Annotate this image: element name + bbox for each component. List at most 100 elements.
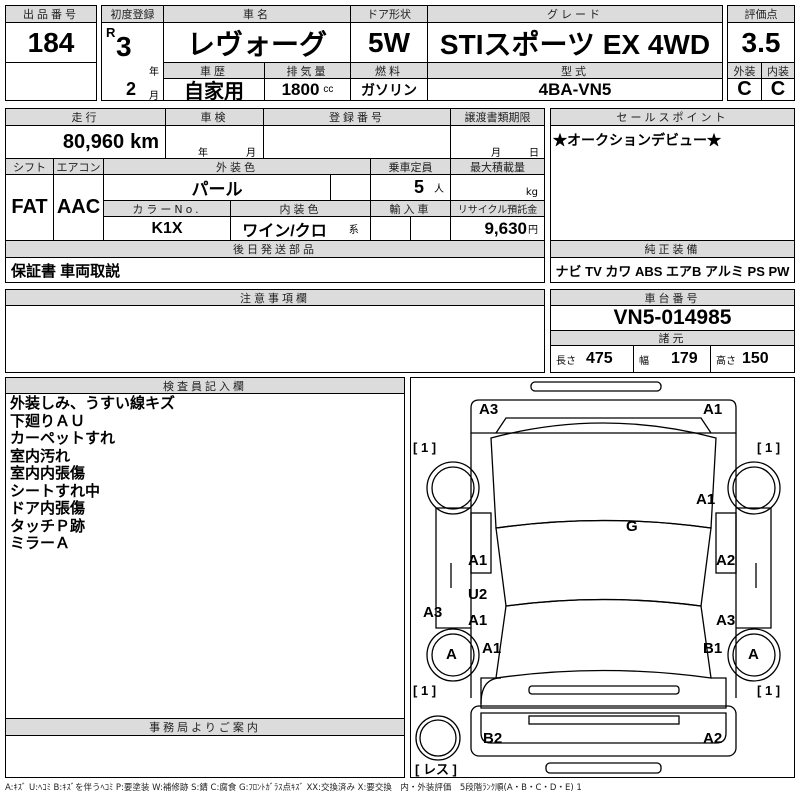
grade-label: グレード xyxy=(427,5,723,23)
office-area xyxy=(5,735,405,778)
later-parts-label: 後日発送部品 xyxy=(5,240,545,258)
length-value: 475 xyxy=(586,350,613,367)
inspector-line: タッチＰ跡 xyxy=(10,516,86,535)
transfer-day-unit: 日 xyxy=(529,148,539,159)
mark-front-left: A3 xyxy=(479,401,499,418)
width-label: 幅 xyxy=(639,355,649,367)
chassis-label: 車台番号 xyxy=(550,289,795,306)
int-score-label: 内装 xyxy=(761,62,795,79)
car-name-label: 車名 xyxy=(163,5,351,23)
score-label: 評価点 xyxy=(727,5,795,23)
cc-unit: cc xyxy=(323,84,334,95)
ac-label: エアコン xyxy=(53,158,104,175)
ext-color-label: 外装色 xyxy=(103,158,371,175)
int-color-value: ワイン/クロ xyxy=(242,222,327,240)
inspector-line: 室内内張傷 xyxy=(10,464,86,482)
spec-width: 幅 179 xyxy=(633,345,711,373)
door-label: ドア形状 xyxy=(350,5,428,23)
inspector-line: 室内汚れ xyxy=(10,446,71,465)
height-value: 150 xyxy=(742,350,769,367)
mileage-value: 80,960 xyxy=(62,130,125,153)
notes-area xyxy=(5,305,545,373)
shift: FAT xyxy=(5,174,54,241)
mark-sill-left: U2 xyxy=(468,586,488,603)
mark-fender-right: A1 xyxy=(696,491,716,508)
spec-height: 高さ 150 xyxy=(710,345,795,373)
capacity-label: 乗車定員 xyxy=(370,158,451,175)
reg-year: 3 xyxy=(116,31,132,62)
reg-no-label: 登録番号 xyxy=(263,108,451,126)
width-value: 179 xyxy=(671,350,698,367)
int-color: ワイン/クロ 系 xyxy=(230,216,371,241)
car-outline-drawing xyxy=(415,381,781,774)
insp-month-unit: 月 xyxy=(246,148,256,159)
grade: STIスポーツ EX 4WD xyxy=(427,22,723,63)
color-no-label: カラーNo. xyxy=(103,200,231,217)
mark-rear-left-side: A3 xyxy=(423,604,443,621)
max-load: kg xyxy=(450,174,545,201)
int-score: C xyxy=(761,78,795,101)
fuel: ガソリン xyxy=(350,78,428,101)
mark-quarter-left: A1 xyxy=(482,640,502,657)
equipment: ナビ TV カワ ABS エアB アルミ PS PW xyxy=(550,257,795,283)
displacement-label: 排気量 xyxy=(264,62,351,79)
inspector-notes: 外装しみ、うすい線キズ 下廻りＡＵ カーペットすれ 室内汚れ 室内内張傷 シート… xyxy=(5,393,405,719)
chassis-number: VN5-014985 xyxy=(550,305,795,331)
office-label: 事務局よりご案内 xyxy=(5,718,405,736)
score: 3.5 xyxy=(727,22,795,63)
month-unit: 月 xyxy=(149,91,159,101)
height-label: 高さ xyxy=(716,355,736,367)
equipment-label: 純正装備 xyxy=(550,240,795,258)
year-unit: 年 xyxy=(149,67,159,78)
import-cell-2 xyxy=(410,216,451,241)
mark-wheel-rr: A xyxy=(748,646,759,663)
person-unit: 人 xyxy=(434,184,444,195)
inspector-line: カーペットすれ xyxy=(10,429,116,447)
inspector-line: 下廻りＡＵ xyxy=(10,411,86,430)
era: R xyxy=(106,25,116,40)
recycle-value: 9,630 xyxy=(484,218,527,238)
sales-point: ★オークションデビュー★ xyxy=(550,125,795,241)
mark-tire-fr: [ 1 ] xyxy=(757,440,781,455)
legend: A:ｷｽﾞ U:ﾍｺﾐ B:ｷｽﾞを伴うﾍｺﾐ P:要塗装 W:補修跡 S:錆 … xyxy=(5,783,582,793)
capacity-value: 5 xyxy=(413,177,424,197)
int-color-unit: 系 xyxy=(348,225,359,236)
inspector-line: 外装しみ、うすい線キズ xyxy=(10,394,176,412)
ac: AAC xyxy=(53,174,104,241)
notes-label: 注意事項欄 xyxy=(5,289,545,306)
mileage-label: 走行 xyxy=(5,108,166,126)
later-parts: 保証書 車両取説 xyxy=(5,257,545,283)
max-load-label: 最大積載量 xyxy=(450,158,545,175)
mark-front-door-right: A2 xyxy=(716,552,736,569)
color-no: K1X xyxy=(103,216,231,241)
transfer-cell: 月日 xyxy=(450,125,545,159)
mark-rear-left: B2 xyxy=(483,730,503,747)
mark-rear-right: A2 xyxy=(703,730,723,747)
reg-no-value xyxy=(263,125,451,159)
mark-tire-rl: [ 1 ] xyxy=(413,683,437,698)
first-reg-cell: R 3 年 2 月 xyxy=(101,22,164,101)
lot-label: 出品番号 xyxy=(5,5,97,23)
mark-spare-tire: [ レス ] xyxy=(415,762,457,777)
reg-month: 2 xyxy=(126,79,137,99)
mark-tire-rr: [ 1 ] xyxy=(757,683,781,698)
sales-point-label: セールスポイント xyxy=(550,108,795,126)
specs-label: 諸元 xyxy=(550,330,795,346)
int-color-label: 内装色 xyxy=(230,200,371,217)
mark-rear-door-left: A1 xyxy=(468,612,488,629)
mark-rear-door-right: A3 xyxy=(716,612,736,629)
first-reg-label: 初度登録 xyxy=(101,5,164,23)
mark-windshield: G xyxy=(626,518,638,535)
inspection-cell: 年月 xyxy=(165,125,264,159)
inspector-label: 検査員記入欄 xyxy=(5,377,405,394)
ext-color: パール xyxy=(103,174,331,201)
lot-number: 184 xyxy=(5,22,97,63)
inspector-line: シートすれ中 xyxy=(10,481,101,500)
model-label: 型式 xyxy=(427,62,723,79)
ext-score: C xyxy=(727,78,762,101)
inspector-line: ミラーＡ xyxy=(10,534,71,552)
shift-label: シフト xyxy=(5,158,54,175)
